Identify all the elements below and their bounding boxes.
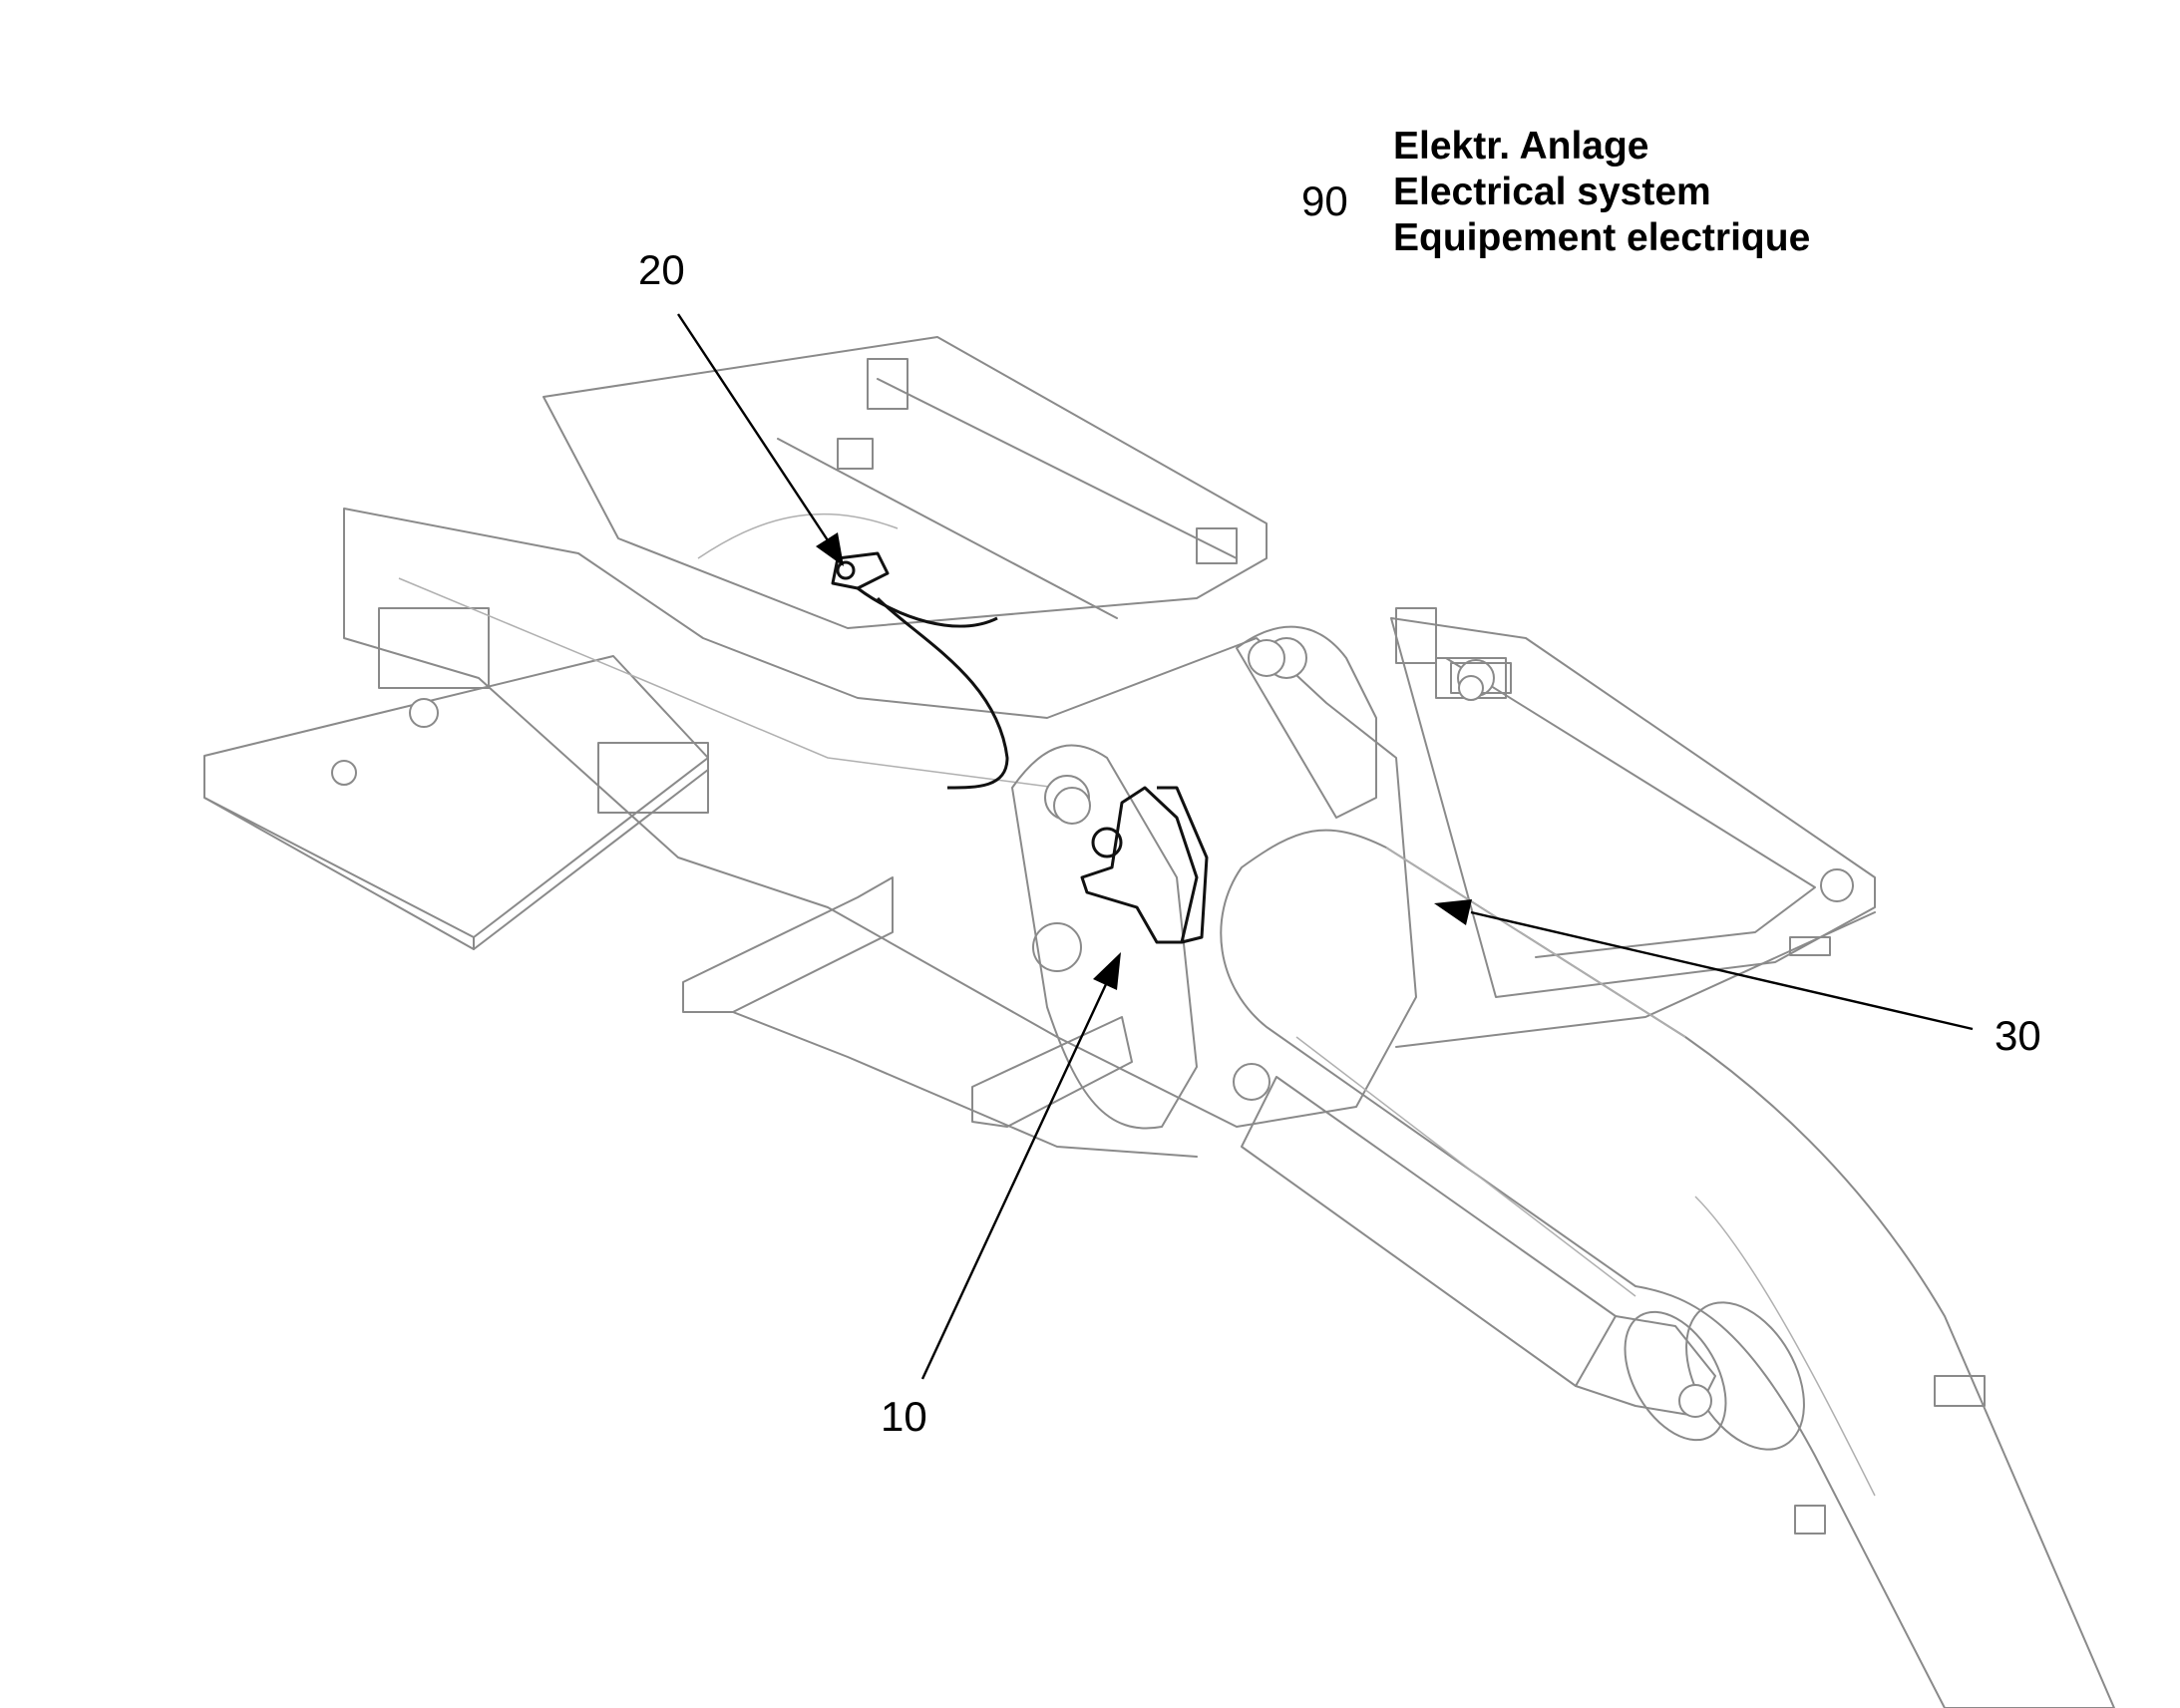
- callout-10: 10: [881, 1393, 927, 1440]
- leader-line-10: [920, 952, 1121, 1380]
- track-arms: [682, 876, 1876, 1158]
- left-platform: [203, 607, 709, 950]
- part-20-connector: [831, 551, 1009, 790]
- section-title-english: Electrical system: [1393, 171, 1711, 213]
- leader-line-20: [676, 313, 844, 566]
- rear-frame: [543, 336, 1268, 629]
- section-number: 90: [1301, 177, 1348, 224]
- callout-30: 30: [1995, 1012, 2041, 1059]
- section-title-french: Equipement electrique: [1393, 216, 1811, 259]
- right-platform: [1390, 617, 1876, 998]
- section-title-german: Elektr. Anlage: [1393, 125, 1649, 168]
- part-10-mirror-bracket: [1080, 786, 1209, 944]
- callout-20: 20: [638, 246, 685, 293]
- boom: [1220, 829, 2115, 1708]
- boom-base-plates: [1011, 625, 1377, 1130]
- right-corner: [1395, 607, 1512, 701]
- section-titles: Elektr. Anlage Electrical system Equipem…: [1393, 124, 1810, 261]
- boom-cylinder: [1241, 1076, 1805, 1451]
- leader-line-30: [1434, 899, 1974, 1031]
